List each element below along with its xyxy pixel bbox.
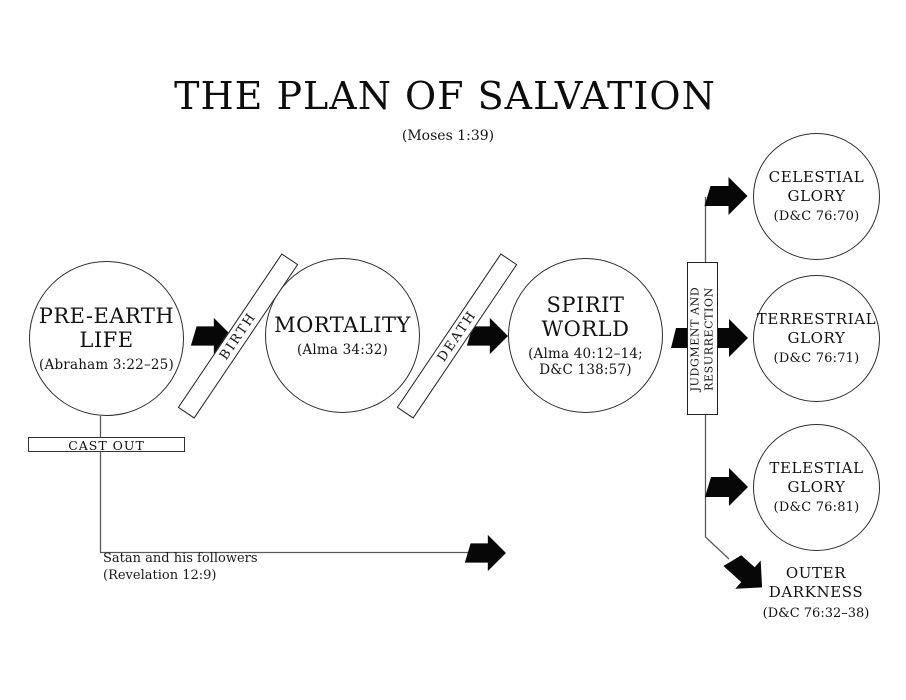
cast-out-arrow-icon xyxy=(462,534,506,572)
circle-terrestrial-glory: TERRESTRIAL GLORY (D&C 76:71) xyxy=(753,275,880,402)
telestial-arrow-icon xyxy=(702,468,748,506)
page-title: THE PLAN OF SALVATION xyxy=(174,74,716,118)
spirit-world-reference: (Alma 40:12–14; D&C 138:57) xyxy=(528,345,643,379)
pre-earth-life-label: PRE-EARTH LIFE xyxy=(38,303,175,352)
circle-spirit-world: SPIRIT WORLD (Alma 40:12–14; D&C 138:57) xyxy=(508,258,663,413)
outer-darkness-reference: (D&C 76:32–38) xyxy=(762,605,870,621)
pre-earth-life-reference: (Abraham 3:22–25) xyxy=(39,357,174,374)
terrestrial-glory-label: TERRESTRIAL GLORY xyxy=(756,309,877,347)
judgment-resurrection-label: JUDGMENT AND RESURRECTION xyxy=(688,286,716,391)
circle-celestial-glory: CELESTIAL GLORY (D&C 76:70) xyxy=(753,133,880,260)
celestial-arrow-icon xyxy=(701,177,748,215)
mortality-label: MORTALITY xyxy=(274,312,411,337)
celestial-glory-reference: (D&C 76:70) xyxy=(773,209,860,225)
outer-darkness-arrow-icon xyxy=(715,542,775,601)
outer-darkness-label: OUTER DARKNESS (D&C 76:32–38) xyxy=(758,564,874,621)
title-reference: (Moses 1:39) xyxy=(401,128,495,144)
circle-mortality: MORTALITY (Alma 34:32) xyxy=(265,258,420,413)
mortality-reference: (Alma 34:32) xyxy=(296,341,389,358)
circle-pre-earth-life: PRE-EARTH LIFE (Abraham 3:22–25) xyxy=(29,261,184,416)
death-arrow-icon xyxy=(464,317,508,355)
cast-out-box: CAST OUT xyxy=(28,437,185,453)
telestial-glory-label: TELESTIAL GLORY xyxy=(769,458,864,496)
judgment-resurrection-bar: JUDGMENT AND RESURRECTION xyxy=(687,262,718,415)
celestial-glory-label: CELESTIAL GLORY xyxy=(768,167,865,205)
cast-out-label: CAST OUT xyxy=(68,438,145,453)
spirit-world-label: SPIRIT WORLD xyxy=(541,292,630,341)
terrestrial-glory-reference: (D&C 76:71) xyxy=(773,351,860,367)
telestial-glory-reference: (D&C 76:81) xyxy=(773,500,860,516)
circle-telestial-glory: TELESTIAL GLORY (D&C 76:81) xyxy=(753,424,880,551)
satan-followers-note: Satan and his followers (Revelation 12:9… xyxy=(103,551,258,583)
